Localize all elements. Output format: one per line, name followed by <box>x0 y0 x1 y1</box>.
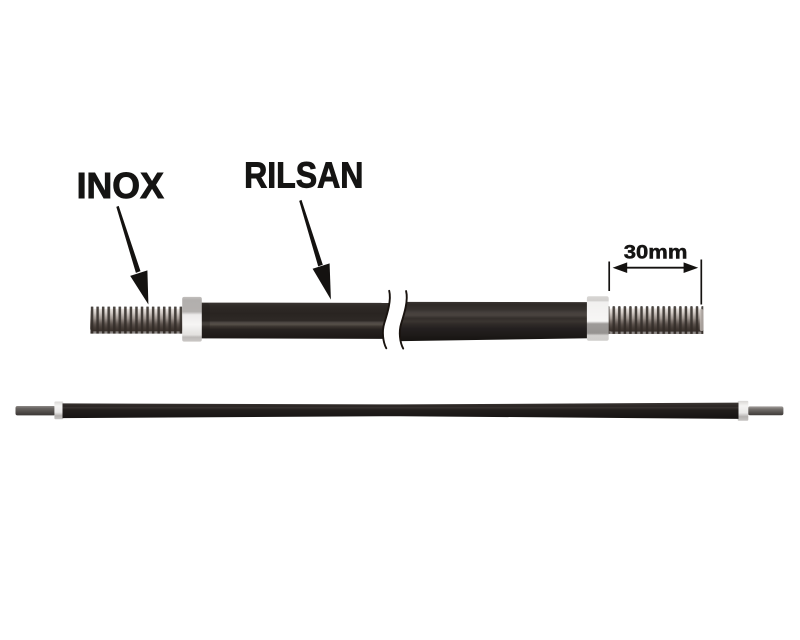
svg-text:INOX: INOX <box>77 166 164 206</box>
svg-text:30mm: 30mm <box>624 242 688 264</box>
svg-text:RILSAN: RILSAN <box>244 156 363 196</box>
